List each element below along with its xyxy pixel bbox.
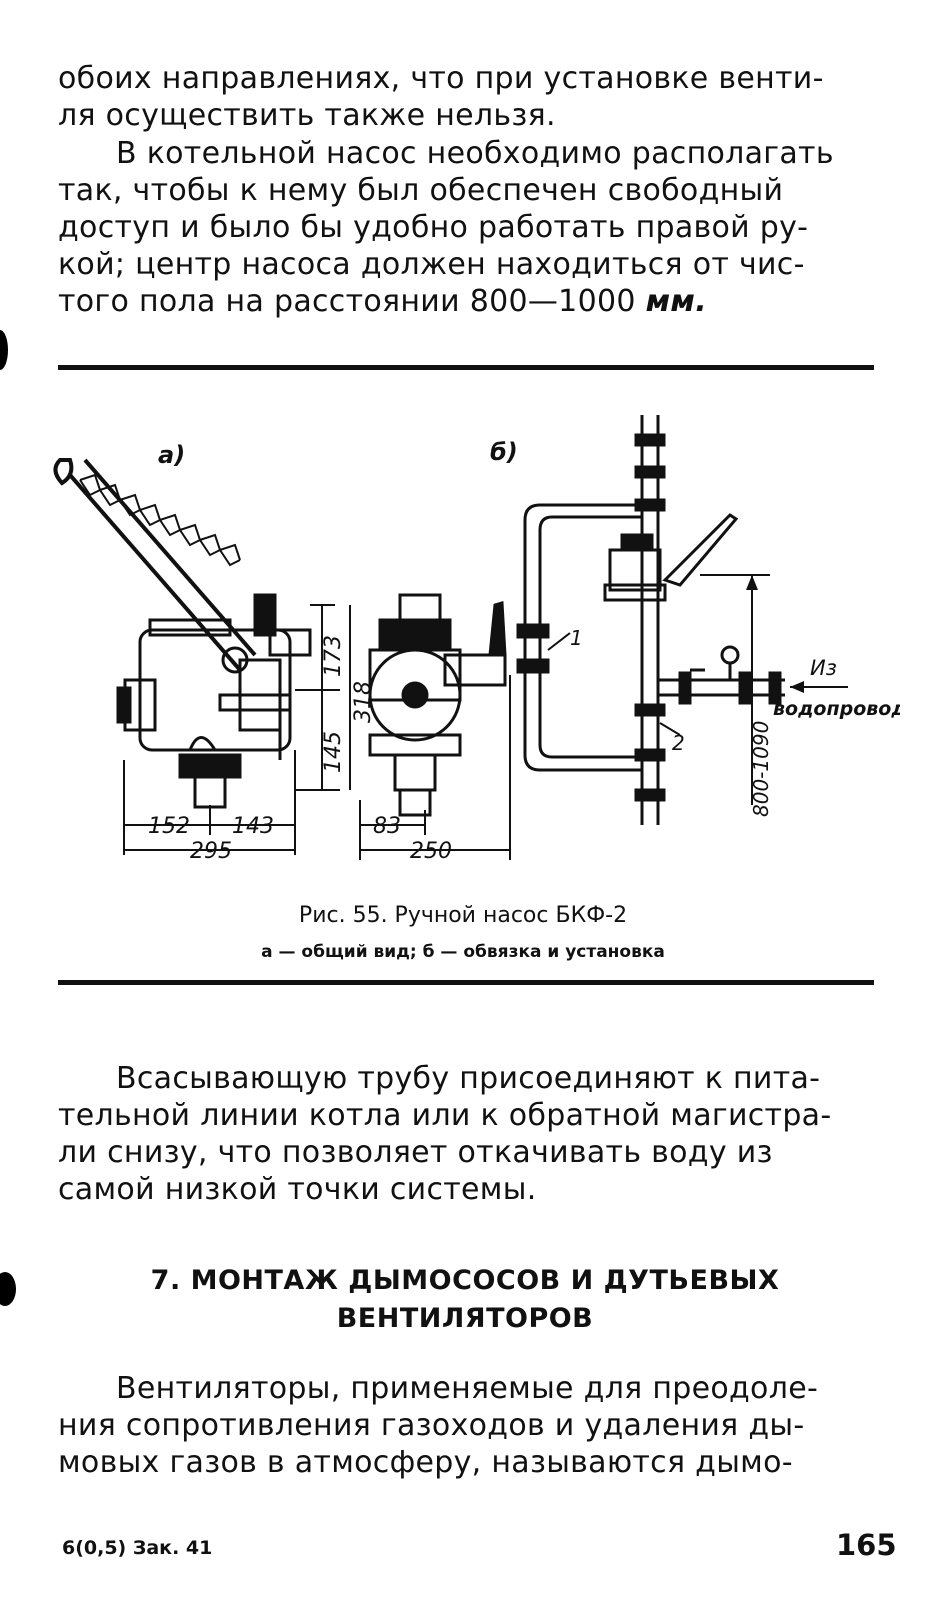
callout-2: 2	[672, 731, 685, 755]
ink-blot-bottom	[0, 1272, 16, 1306]
text-line: тельной линии котла или к обратной магис…	[58, 1098, 832, 1133]
dimension-83: 83	[373, 814, 401, 839]
pump-body-side	[368, 593, 507, 817]
dimension-152: 152	[148, 814, 190, 839]
section-heading: 7. МОНТАЖ ДЫМОСОСОВ И ДУТЬЕВЫХ ВЕНТИЛЯТО…	[58, 1262, 872, 1338]
section-heading-line2: ВЕНТИЛЯТОРОВ	[336, 1303, 594, 1334]
pump-handle	[53, 458, 257, 672]
dimension-143: 143	[232, 814, 274, 839]
text-line: доступ и было бы удобно работать правой …	[58, 210, 809, 245]
text-line: самой низкой точки системы.	[58, 1172, 537, 1207]
figure-label-b: б)	[490, 438, 518, 466]
text-line: обоих направлениях, что при установке ве…	[58, 61, 824, 96]
text-line-last: того пола на расстоянии 800—1000 мм.	[58, 283, 872, 320]
section-heading-line1: 7. МОНТАЖ ДЫМОСОСОВ И ДУТЬЕВЫХ	[150, 1265, 780, 1296]
label-water-supply: водопровода	[773, 698, 900, 720]
dimension-lines-b	[359, 675, 511, 860]
text-line: В котельной насос необходимо располагать	[116, 136, 834, 171]
text-line: ля осуществить также нельзя.	[58, 98, 556, 133]
signature-mark: 6(0,5) Зак. 41	[62, 1537, 213, 1559]
text-line: Вентиляторы, применяемые для преодоле-	[116, 1371, 819, 1406]
label-from: Из	[810, 656, 837, 680]
figure-rule-top	[58, 365, 874, 370]
text-line: ния сопротивления газоходов и удаления д…	[58, 1408, 805, 1443]
dimension-250: 250	[410, 839, 452, 864]
ink-blot-top	[0, 330, 8, 370]
unit-mm: мм.	[645, 284, 707, 319]
figure-caption-title: Рис. 55. Ручной насос БКФ-2	[298, 903, 628, 928]
dimension-lines-a	[123, 604, 351, 855]
callout-1: 1	[570, 626, 583, 650]
page-number: 165	[836, 1528, 897, 1562]
text-line: ли снизу, что позволяет откачивать воду …	[58, 1135, 773, 1170]
text-line: кой; центр насоса должен находиться от ч…	[58, 247, 805, 282]
figure-pump-drawing: а) б) 173 318 145 152 143 295 83 250 1 2…	[53, 415, 900, 864]
paragraph-continuation: обоих направлениях, что при установке ве…	[58, 60, 872, 134]
dimension-295: 295	[190, 839, 232, 864]
figure-caption-subtitle: а — общий вид; б — обвязка и установка	[261, 942, 665, 962]
text-line: мовых газов в атмосферу, называются дымо…	[58, 1445, 793, 1480]
text-line: так, чтобы к нему был обеспечен свободны…	[58, 173, 784, 208]
pump-body-general	[116, 593, 312, 809]
paragraph-pump-placement: В котельной насос необходимо располагать…	[58, 135, 872, 320]
dimension-318: 318	[351, 681, 376, 723]
paragraph-fans: Вентиляторы, применяемые для преодоле- н…	[58, 1370, 872, 1481]
paragraph-suction-pipe: Всасывающую трубу присоединяют к пита- т…	[58, 1060, 872, 1208]
figure-label-a: а)	[158, 441, 185, 469]
text-span: того пола на расстоянии 800—1000	[58, 284, 636, 319]
dimension-height-range: 800-1090	[749, 721, 773, 817]
figure-rule-bottom	[58, 980, 874, 985]
text-line: Всасывающую трубу присоединяют к пита-	[116, 1061, 821, 1096]
installation-piping	[516, 415, 848, 825]
dimension-145: 145	[321, 731, 346, 773]
dimension-173: 173	[321, 635, 346, 677]
